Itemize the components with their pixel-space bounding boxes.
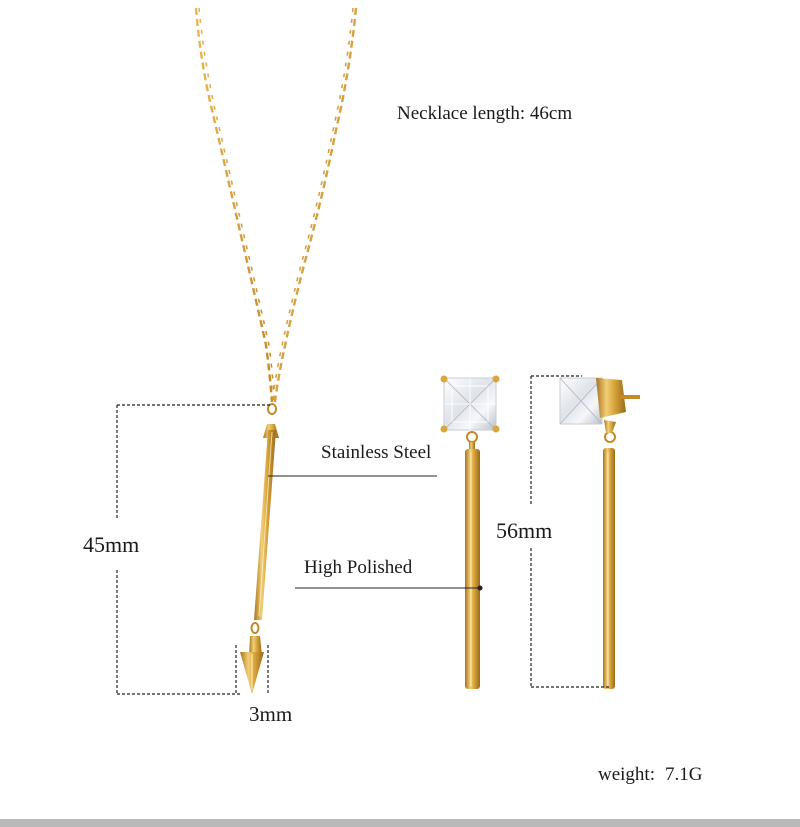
necklace-length-label: Necklace length: 46cm [397,103,573,124]
spike-width-label: 3mm [249,702,293,726]
weight-label-text: weight: [598,764,655,785]
material-label: Stainless Steel [321,442,432,463]
finish-callout [295,585,483,591]
earring-side [559,377,640,689]
earring-front [440,375,500,689]
finish-label: High Polished [304,557,413,578]
pendant-length-label: 45mm [83,532,140,557]
bottom-divider [0,819,800,827]
pendant-dimension-lines [116,404,270,695]
earring-length-label: 56mm [496,518,553,543]
necklace-chain [194,7,358,403]
earring-dimension-lines [530,375,610,688]
necklace-pendant [240,403,279,694]
weight-label: weight: 7.1G [598,764,702,786]
weight-value: 7.1G [665,764,703,785]
